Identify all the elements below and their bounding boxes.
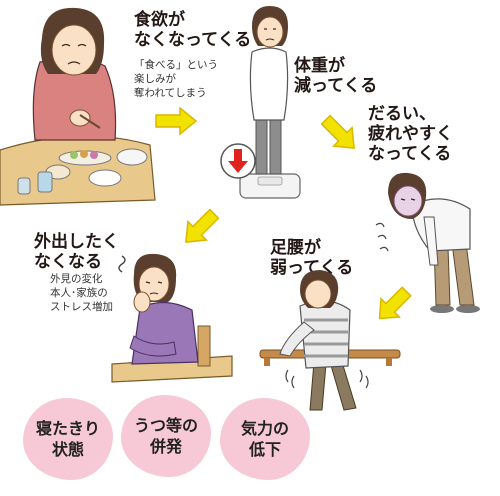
outcome-depression: うつ等の 併発 [121, 395, 211, 477]
flow-arrow-down-left [378, 286, 412, 320]
illustration-woman-depressed [111, 252, 233, 383]
outcome-depression-label: うつ等の 併発 [133, 416, 198, 456]
stage-1-note: 「食べる」という 楽しみが 奪われてしまう [134, 59, 218, 99]
weight-down-icon [219, 142, 257, 180]
outcome-low-motivation-label: 気力の 低下 [240, 419, 289, 459]
flow-arrow-up-left [185, 208, 220, 243]
flow-arrow-down-right [320, 114, 355, 149]
illustration-woman-eating [0, 0, 160, 206]
stage-3-heading: だるい、 疲れやすく なってくる [368, 104, 453, 164]
flow-arrow-right [155, 106, 198, 136]
illustration-woman-tired [372, 165, 492, 315]
outcome-bedridden-label: 寝たきり 状態 [35, 419, 100, 459]
stage-2-heading: 体重が 減ってくる [294, 56, 378, 96]
sigh-icon [118, 255, 126, 273]
illustration-woman-on-scale [210, 4, 310, 204]
stage-5-note: 外見の変化 本人･家族の ストレス増加 [50, 273, 113, 313]
stage-4-heading: 足腰が 弱ってくる [270, 238, 354, 278]
stage-1-heading: 食欲が なくなってくる [134, 10, 252, 50]
outcome-bedridden: 寝たきり 状態 [23, 398, 113, 480]
stage-5-heading: 外出したく なくなる [34, 232, 119, 272]
outcome-low-motivation: 気力の 低下 [220, 398, 310, 480]
illustration-woman-handrail [259, 270, 401, 420]
